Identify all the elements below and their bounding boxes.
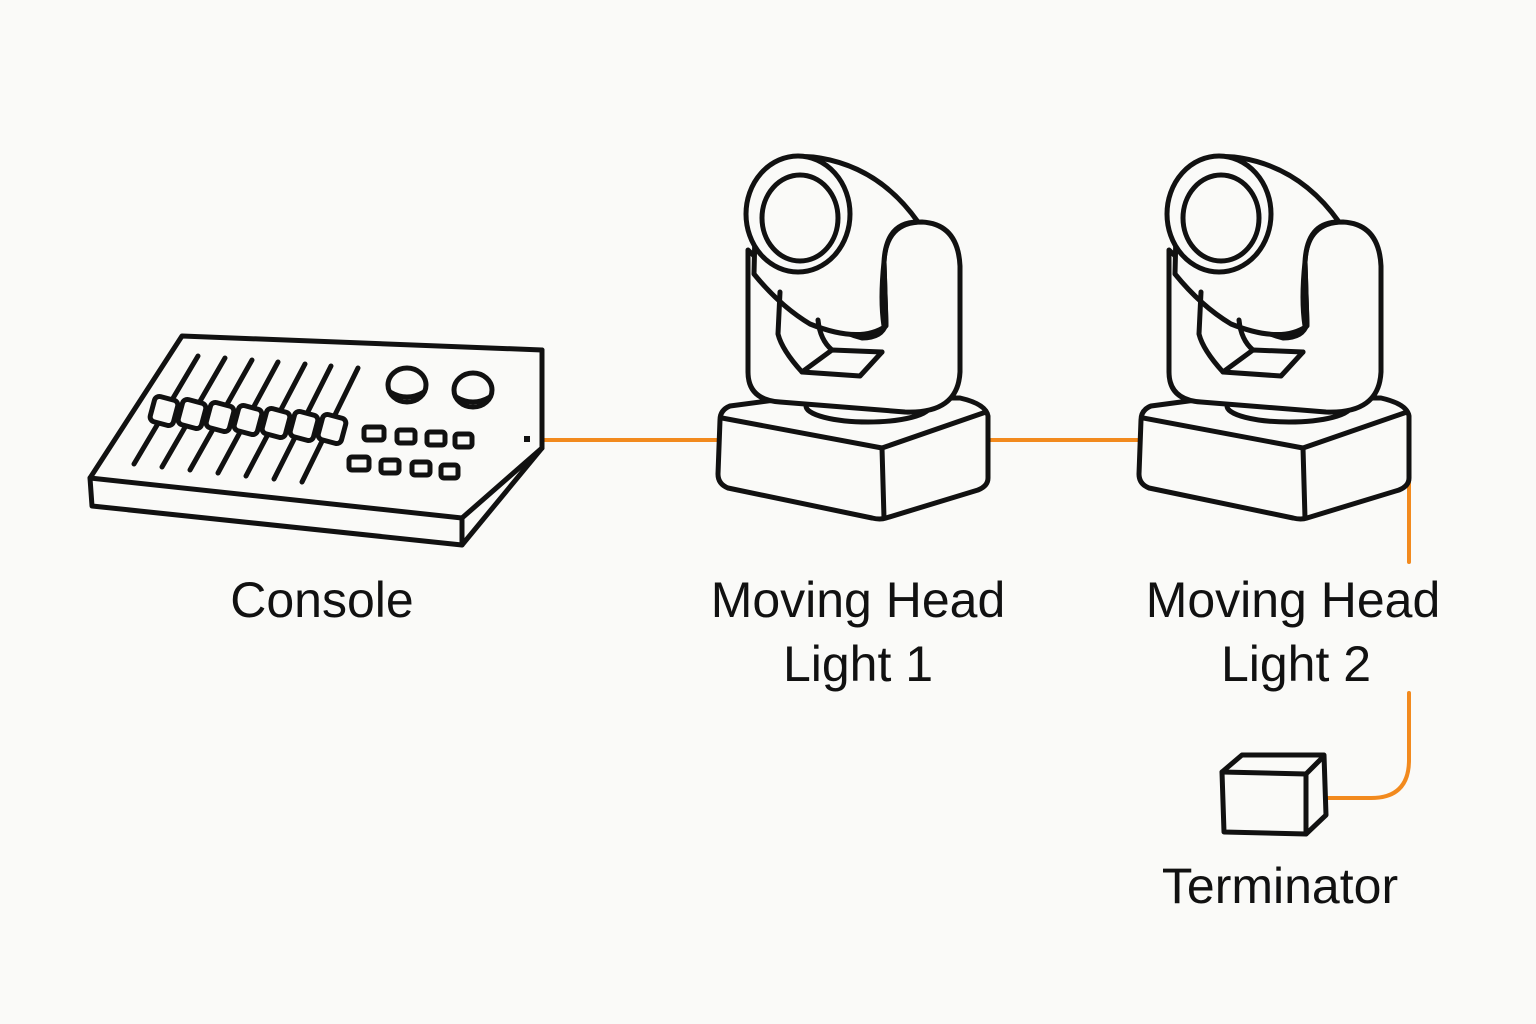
light2-label-line2: Light 2 [1221,636,1371,692]
light1-label-line1: Moving Head [711,572,1006,628]
dmx-out-port-icon [524,436,530,442]
knob-group [385,365,495,410]
cables [526,438,1411,800]
moving-head-light-2 [1136,153,1412,522]
fader-group [131,353,361,485]
terminator-label: Terminator [1162,858,1398,914]
light1-label-line2: Light 1 [783,636,933,692]
console-label: Console [230,572,413,628]
terminator-box-icon [1219,752,1329,837]
lighting-console-icon [87,333,545,548]
cable-to-terminator [1324,691,1411,800]
button-group [346,424,475,481]
moving-head-light-1 [715,153,991,522]
light2-label-line1: Moving Head [1146,572,1441,628]
